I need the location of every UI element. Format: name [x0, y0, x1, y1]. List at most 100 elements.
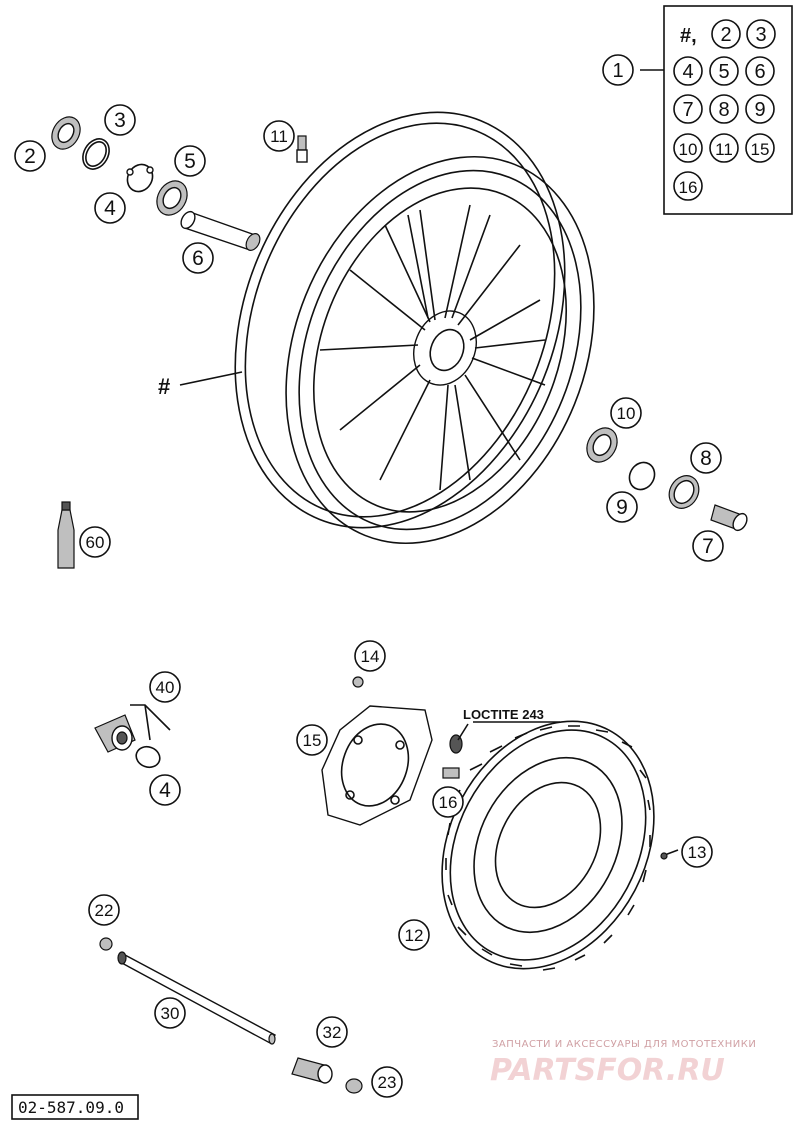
parts-legend-box: 1 #, 2 3 4 5 6 7 8 9 10 11 15 16: [602, 5, 793, 215]
legend-item-16: 16: [673, 171, 703, 201]
svg-text:10: 10: [679, 140, 698, 159]
svg-text:10: 10: [617, 404, 636, 423]
left-bearing-5: [156, 180, 188, 216]
legend-item-7: 7: [673, 94, 703, 124]
legend-hash: #,: [680, 25, 697, 47]
svg-text:7: 7: [682, 99, 693, 121]
document-number: 02-587.09.0: [18, 1098, 124, 1117]
callout-9: 9: [606, 491, 638, 523]
svg-text:4: 4: [104, 197, 116, 220]
svg-text:4: 4: [159, 779, 171, 802]
svg-text:12: 12: [405, 926, 424, 945]
callout-4: 4: [94, 192, 126, 224]
wheel-hub: [413, 310, 477, 386]
watermark: ЗАПЧАСТИ И АКСЕССУАРЫ ДЛЯ МОТОТЕХНИКИ PA…: [490, 1039, 756, 1088]
right-circlip-9: [628, 461, 656, 491]
callout-2: 2: [14, 140, 46, 172]
callout-6: 6: [182, 242, 214, 274]
document-number-box: 02-587.09.0: [11, 1094, 139, 1120]
distance-sleeve-6: [180, 210, 261, 251]
svg-text:5: 5: [184, 150, 196, 173]
callout-8: 8: [690, 442, 722, 474]
legend-main-callout: 1: [602, 54, 634, 86]
callout-13: 13: [681, 836, 713, 868]
svg-text:6: 6: [192, 247, 204, 270]
callout-3: 3: [104, 104, 136, 136]
legend-item-2: 2: [711, 19, 741, 49]
callout-40: 40: [149, 671, 181, 703]
callout-5: 5: [174, 145, 206, 177]
legend-item-4: 4: [673, 56, 703, 86]
svg-text:2: 2: [24, 145, 36, 168]
watermark-brand: PARTSFOR.RU: [490, 1053, 725, 1088]
callout-14: 14: [354, 640, 386, 672]
legend-item-6: 6: [745, 56, 775, 86]
svg-text:9: 9: [616, 496, 628, 519]
right-spacer-7: [710, 504, 748, 532]
svg-text:30: 30: [161, 1004, 180, 1023]
svg-text:3: 3: [755, 24, 766, 46]
svg-text:8: 8: [700, 447, 712, 470]
legend-item-5: 5: [709, 56, 739, 86]
callout-60: 60: [79, 526, 111, 558]
svg-text:32: 32: [323, 1023, 342, 1042]
svg-text:1: 1: [612, 60, 623, 82]
svg-text:16: 16: [439, 793, 458, 812]
svg-text:7: 7: [702, 535, 714, 558]
rim-hash-label: #: [158, 374, 170, 399]
watermark-tagline: ЗАПЧАСТИ И АКСЕССУАРЫ ДЛЯ МОТОТЕХНИКИ: [492, 1039, 756, 1050]
svg-text:15: 15: [303, 731, 322, 750]
legend-item-8: 8: [709, 94, 739, 124]
bolt-16: [442, 734, 463, 779]
svg-text:3: 3: [114, 109, 126, 132]
nut-23: [345, 1078, 363, 1094]
right-bearing-10: [586, 427, 618, 463]
callout-23: 23: [371, 1066, 403, 1098]
axle-nut-22: [99, 937, 113, 951]
loctite-leader: [457, 723, 469, 741]
valve-11: [296, 135, 308, 163]
callout-4-lower: 4: [149, 774, 181, 806]
left-ring-3: [82, 138, 110, 170]
loctite-label: LOCTITE 243: [463, 707, 544, 722]
svg-text:23: 23: [378, 1073, 397, 1092]
nut-14: [352, 676, 364, 688]
callout-10: 10: [610, 397, 642, 429]
callout-30: 30: [154, 997, 186, 1029]
wheel-spokes: [319, 204, 546, 491]
svg-text:16: 16: [679, 178, 698, 197]
screw-13: [660, 849, 679, 860]
brake-disc-12: [441, 720, 655, 971]
callout-32: 32: [316, 1016, 348, 1048]
legend-item-11: 11: [709, 133, 739, 163]
svg-text:40: 40: [156, 678, 175, 697]
svg-text:5: 5: [718, 61, 729, 83]
legend-item-10: 10: [673, 133, 703, 163]
left-circlip-4: [126, 163, 154, 193]
svg-text:9: 9: [754, 99, 765, 121]
right-ring-8: [668, 475, 700, 509]
legend-item-3: 3: [746, 19, 776, 49]
svg-text:14: 14: [361, 647, 380, 666]
svg-text:2: 2: [720, 24, 731, 46]
brake-disc-carrier-15: [321, 705, 433, 826]
speedo-drive-40: [94, 704, 171, 769]
svg-text:13: 13: [688, 843, 707, 862]
svg-text:4: 4: [682, 61, 693, 83]
callout-15: 15: [296, 724, 328, 756]
svg-text:6: 6: [754, 61, 765, 83]
callout-12: 12: [398, 919, 430, 951]
callout-7: 7: [692, 530, 724, 562]
front-axle-30: [117, 951, 276, 1045]
callout-22: 22: [88, 894, 120, 926]
loctite-tube-60: [57, 501, 75, 569]
legend-frame: [663, 5, 793, 215]
left-seal-2: [51, 116, 81, 150]
svg-text:11: 11: [270, 127, 288, 146]
svg-text:8: 8: [718, 99, 729, 121]
callout-11: 11: [263, 120, 295, 152]
legend-item-9: 9: [745, 94, 775, 124]
legend-item-15: 15: [745, 133, 775, 163]
svg-text:11: 11: [715, 140, 733, 159]
